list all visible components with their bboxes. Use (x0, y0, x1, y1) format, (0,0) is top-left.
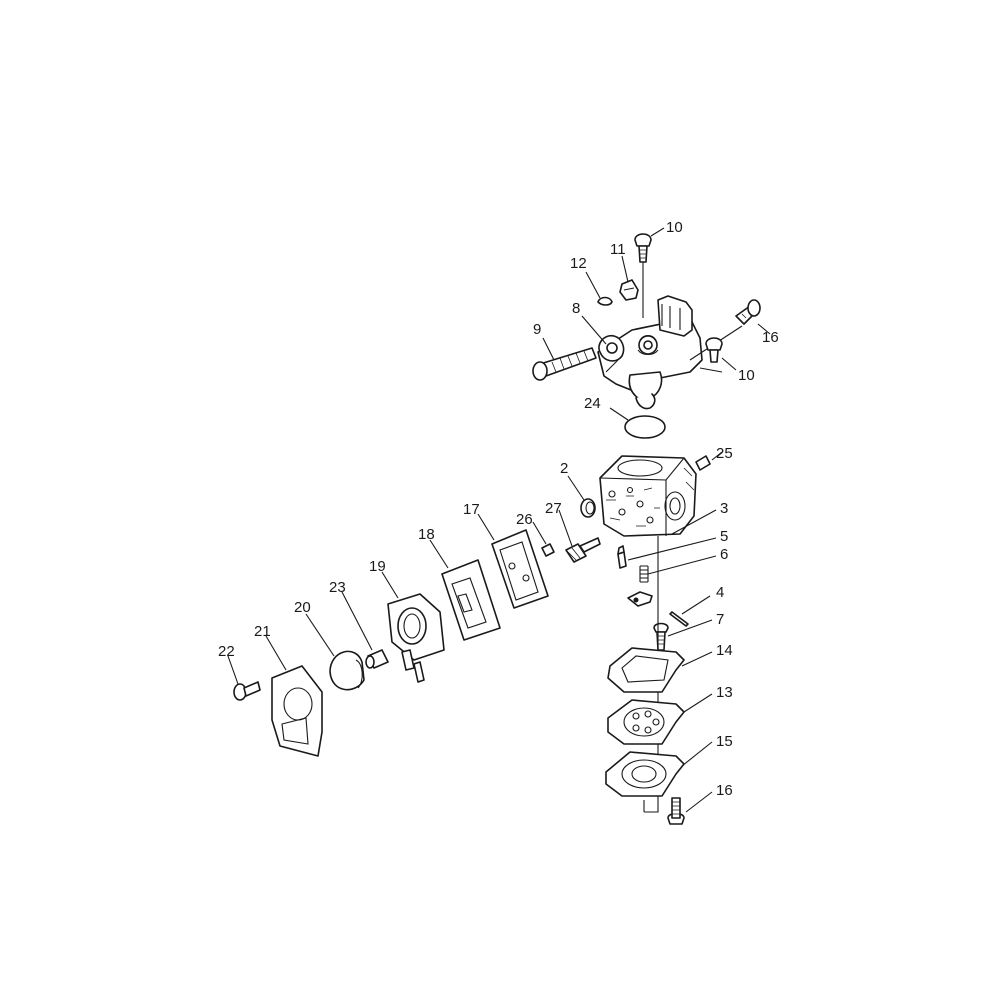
callout-10-top: 10 (666, 219, 683, 236)
part-26-pin (541, 543, 555, 557)
part-16-screw-top (735, 299, 761, 325)
part-18-gasket (441, 559, 501, 641)
callout-22: 22 (218, 643, 235, 660)
part-3-carburetor-body (599, 455, 697, 537)
callout-12: 12 (570, 255, 587, 272)
part-20-primer-bulb (329, 650, 365, 691)
part-5-inlet-needle (617, 545, 627, 569)
part-25-pin (695, 455, 711, 471)
part-13-diaphragm (607, 699, 685, 745)
callout-4: 4 (716, 584, 724, 601)
part-8-throttle-body (597, 295, 743, 410)
callout-20: 20 (294, 599, 311, 616)
part-14-gasket (607, 647, 685, 693)
part-6-lever (627, 591, 653, 607)
part-17-pump-diaphragm (491, 529, 549, 609)
part-11-nut (619, 279, 639, 301)
callout-16-top: 16 (762, 329, 779, 346)
callout-10-right: 10 (738, 367, 755, 384)
callout-5: 5 (720, 528, 728, 545)
callout-2: 2 (560, 460, 568, 477)
part-24-o-ring (624, 415, 666, 439)
part-19-pump-cover (387, 593, 445, 683)
part-4-shaft (669, 611, 689, 627)
part-27-needle (565, 537, 601, 563)
part-7-screw (653, 622, 669, 651)
callout-14: 14 (716, 642, 733, 659)
callout-13: 13 (716, 684, 733, 701)
callout-11: 11 (610, 241, 626, 258)
part-16-screw-bottom (667, 797, 685, 825)
callout-18: 18 (418, 526, 435, 543)
callout-25: 25 (716, 445, 733, 462)
part-15-cover (605, 751, 685, 797)
callout-7: 7 (716, 611, 724, 628)
callout-27: 27 (545, 500, 562, 517)
part-23-valve (365, 649, 389, 669)
callout-19: 19 (369, 558, 386, 575)
callout-21: 21 (254, 623, 271, 640)
callout-3: 3 (720, 500, 728, 517)
part-10-screw-right (705, 337, 723, 363)
callout-26: 26 (516, 511, 533, 528)
part-21-retainer (271, 665, 323, 757)
part-12-clip (597, 296, 613, 306)
leader-lines (227, 227, 771, 813)
part-2-plug (580, 498, 596, 518)
callout-17: 17 (463, 501, 480, 518)
part-6-spring (639, 565, 649, 583)
callout-6: 6 (720, 546, 728, 563)
callout-24: 24 (584, 395, 601, 412)
part-22-screw (233, 681, 261, 701)
callout-16-bottom: 16 (716, 782, 733, 799)
part-9-screw (532, 347, 597, 381)
part-10-screw-top (634, 233, 652, 318)
callout-15: 15 (716, 733, 733, 750)
callout-8: 8 (572, 300, 580, 317)
callout-9: 9 (533, 321, 541, 338)
callout-labels: 10 11 12 8 9 16 10 24 2 25 3 5 6 4 7 14 … (218, 219, 779, 799)
callout-23: 23 (329, 579, 346, 596)
